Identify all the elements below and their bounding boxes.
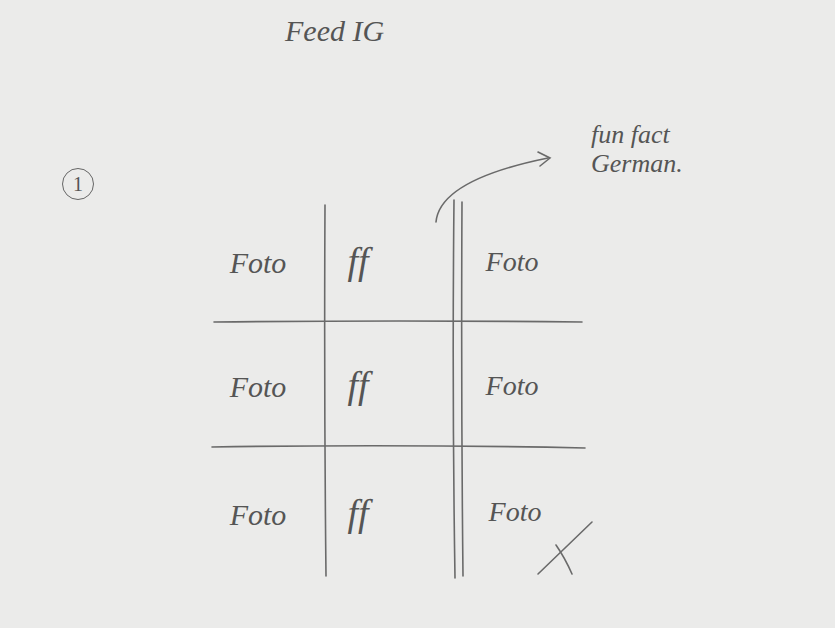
table-cell: Foto <box>486 371 539 402</box>
table-cell: ff <box>347 365 368 407</box>
table-cell: Foto <box>489 497 542 528</box>
leader-arrow <box>436 158 548 222</box>
cross-mark <box>538 522 592 574</box>
callout-number: 1 <box>73 174 83 194</box>
table-cell: Foto <box>486 247 539 278</box>
table-cell: Foto <box>230 498 287 531</box>
cross-mark <box>556 545 572 574</box>
table-cell: Foto <box>230 370 287 403</box>
grid-line <box>212 446 585 448</box>
table-cell: ff <box>347 241 368 283</box>
note-text: fun fact German. <box>591 121 709 178</box>
callout-circle: 1 <box>62 168 94 200</box>
title-text: Feed IG <box>285 14 384 47</box>
grid-line <box>462 202 463 576</box>
grid-line <box>325 205 326 576</box>
grid-line <box>453 200 455 578</box>
table-cell: Foto <box>230 246 287 279</box>
table-cell: ff <box>347 493 368 535</box>
arrow-head <box>538 152 550 166</box>
grid-line <box>214 321 582 322</box>
